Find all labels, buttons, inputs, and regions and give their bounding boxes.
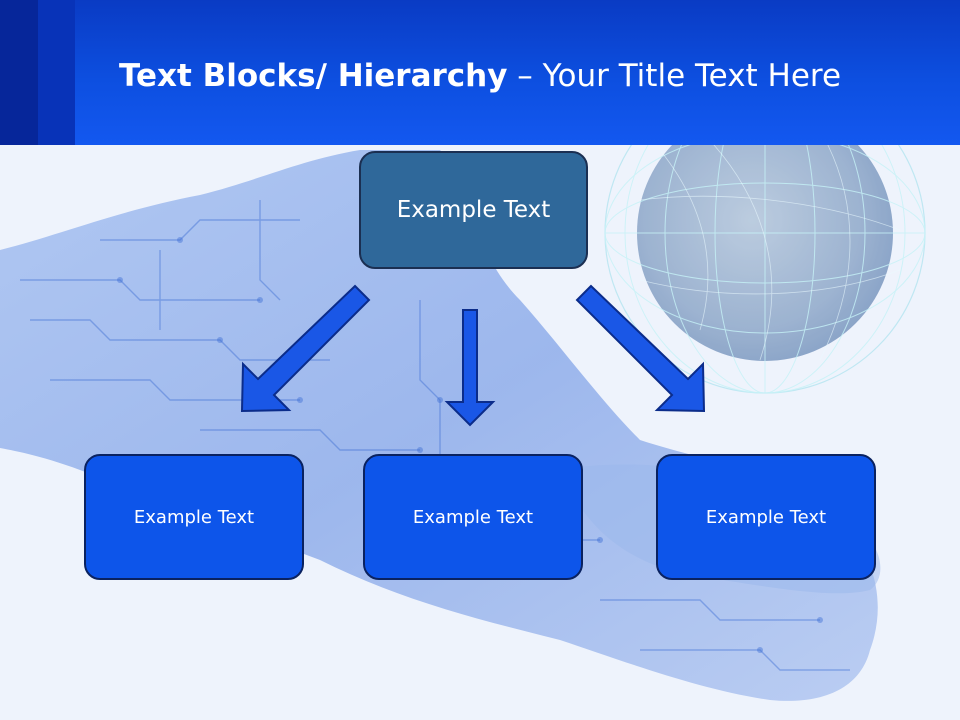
hierarchy-top-label: Example Text	[396, 197, 551, 223]
hierarchy-top-box[interactable]: Example Text	[359, 151, 588, 269]
hierarchy-child-box-middle[interactable]: Example Text	[363, 454, 583, 580]
hierarchy-child-label: Example Text	[705, 506, 827, 528]
header-accent-strip	[0, 0, 38, 145]
arrow-to-right-box	[575, 284, 706, 413]
slide-title-rest: Your Title Text Here	[542, 58, 842, 94]
wireframe-globe	[604, 145, 926, 394]
hierarchy-child-label: Example Text	[412, 506, 534, 528]
header-bar: Text Blocks/ Hierarchy – Your Title Text…	[0, 0, 960, 145]
hierarchy-child-box-right[interactable]: Example Text	[656, 454, 876, 580]
arrow-to-left-box	[240, 284, 371, 413]
slide-title-dash: –	[507, 58, 543, 94]
circuit-traces	[20, 200, 850, 671]
arrow-to-middle-box	[444, 309, 496, 427]
header-accent-strip	[38, 0, 75, 145]
hierarchy-child-label: Example Text	[133, 506, 255, 528]
slide-title-bold: Text Blocks/ Hierarchy	[118, 58, 508, 94]
circuit-nodes	[117, 237, 823, 653]
hierarchy-child-box-left[interactable]: Example Text	[84, 454, 304, 580]
slide-title[interactable]: Text Blocks/ Hierarchy – Your Title Text…	[80, 52, 880, 100]
